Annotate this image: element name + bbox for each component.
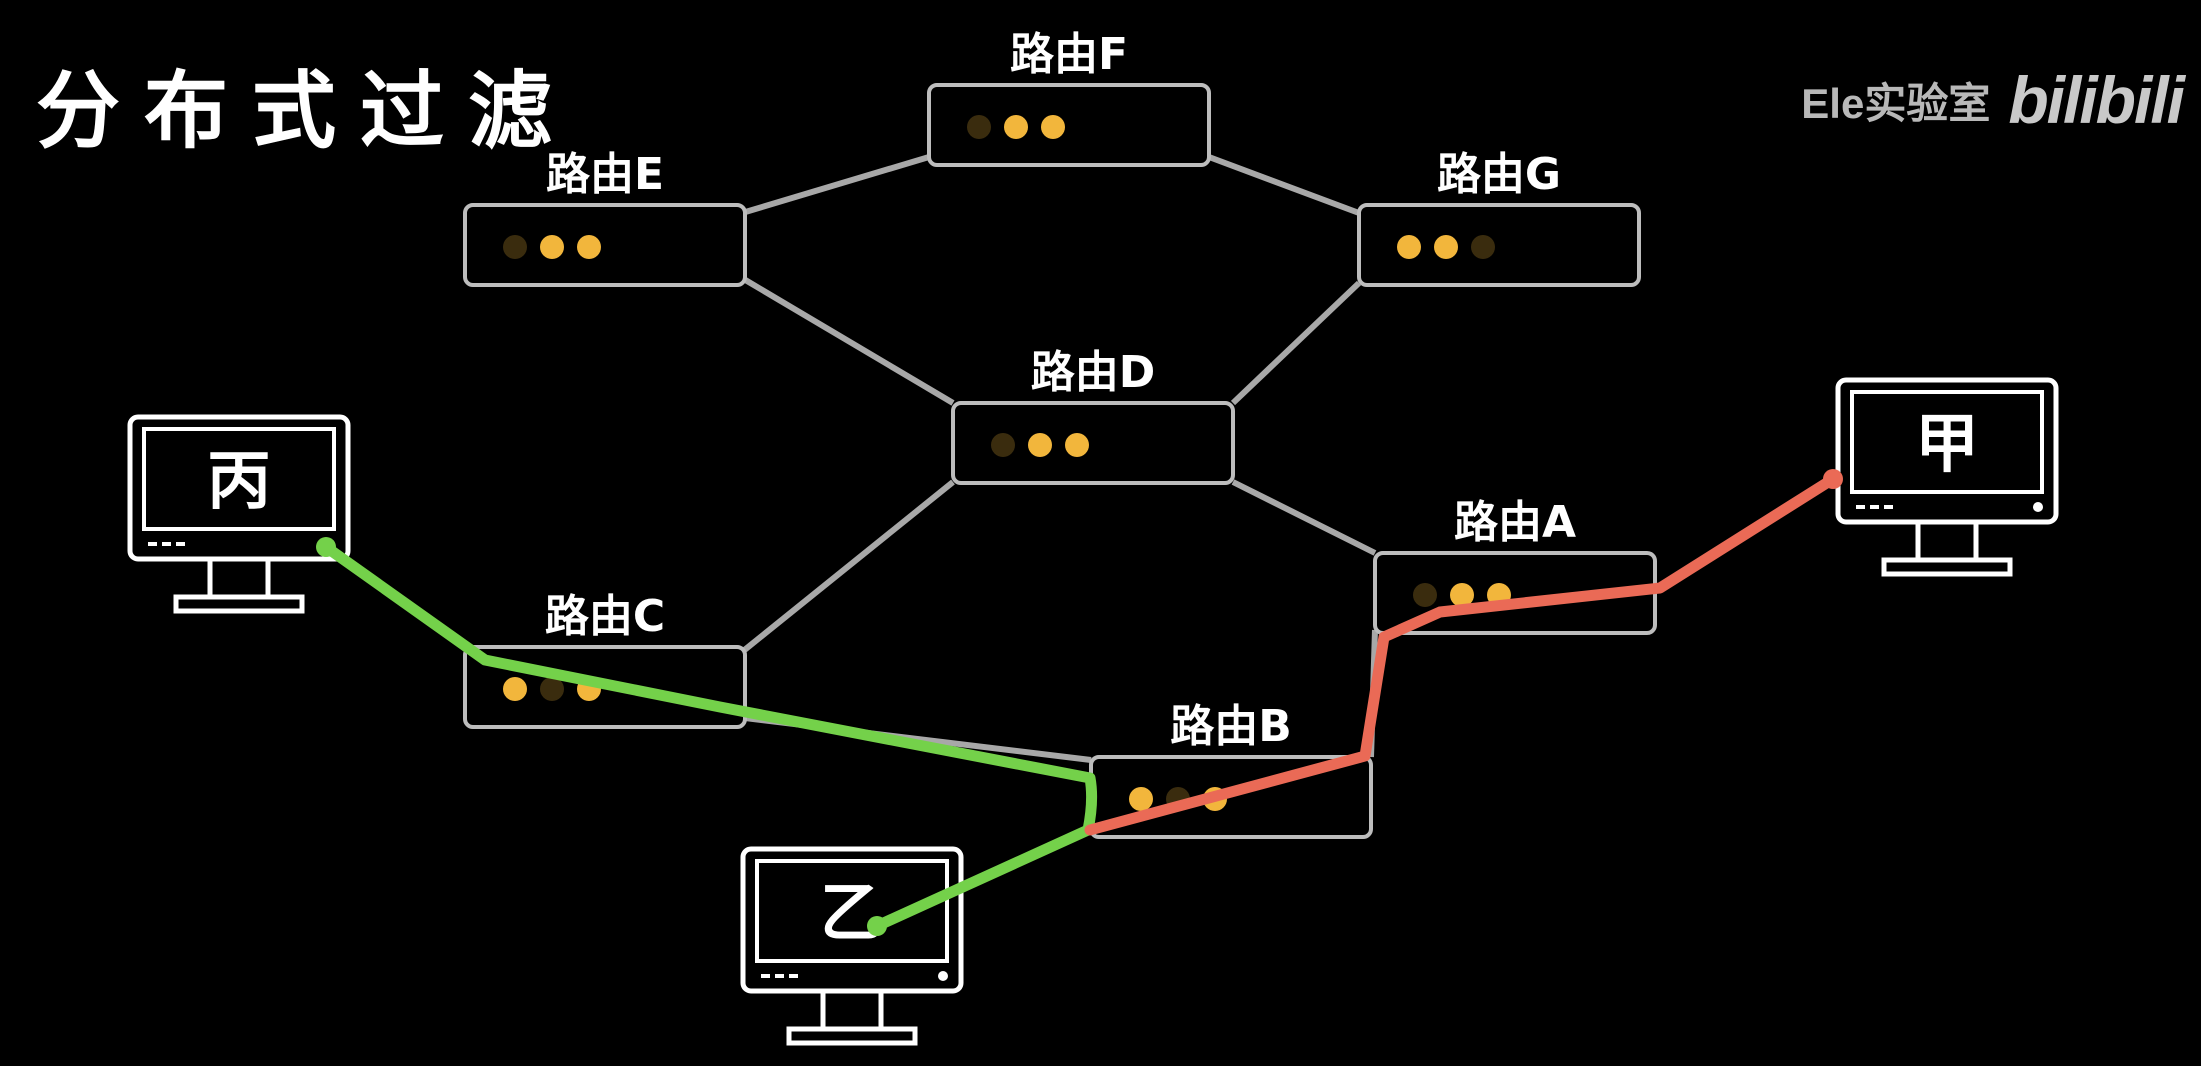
path-endpoint [867, 916, 887, 936]
router-led [1028, 433, 1052, 457]
computer-yi: 乙 [740, 846, 964, 1046]
router-label: 路由D [1031, 347, 1156, 398]
router-label: 路由E [546, 149, 664, 200]
router-led [1004, 115, 1028, 139]
computer-label: 丙 [207, 445, 271, 519]
link-d-c [740, 479, 955, 655]
router-layer: 路由F 路由E 路由G 路由D 路由A 路由C 路由B [463, 29, 1657, 839]
router-led [1471, 235, 1495, 259]
router-led [503, 235, 527, 259]
brand-lab-name: Ele实验室 [1801, 79, 1991, 127]
path-endpoint [316, 537, 336, 557]
router-led [1041, 115, 1065, 139]
router-label: 路由C [545, 591, 665, 642]
computer-bing: 丙 [127, 414, 351, 614]
router-led [577, 235, 601, 259]
monitor-base [1881, 557, 2013, 577]
router-box [951, 401, 1235, 485]
link-g-d [1230, 280, 1362, 406]
router-box [463, 203, 747, 287]
bilibili-logo: bilibili [2008, 63, 2185, 137]
path-endpoint [1823, 469, 1843, 489]
router-label: 路由B [1170, 701, 1292, 752]
computer-layer: 丙 甲乙 [127, 377, 2059, 1046]
router-g: 路由G [1357, 149, 1641, 287]
router-e: 路由E [463, 149, 747, 287]
router-label: 路由G [1437, 149, 1561, 200]
monitor-base [173, 594, 305, 614]
monitor-screen [1850, 390, 2044, 494]
router-box [927, 83, 1211, 167]
page-title: 分布式过滤 [36, 61, 577, 160]
path-red [1084, 473, 1839, 836]
link-f-g [1207, 154, 1361, 216]
router-label: 路由F [1010, 29, 1128, 80]
router-led [1450, 583, 1474, 607]
router-f: 路由F [927, 29, 1211, 167]
router-led [1065, 433, 1089, 457]
router-led [1413, 583, 1437, 607]
router-label: 路由A [1454, 497, 1576, 548]
path-layer [316, 469, 1843, 936]
router-box [1357, 203, 1641, 287]
monitor-base [786, 1026, 918, 1046]
computer-label: 乙 [820, 877, 884, 951]
power-light [2033, 502, 2043, 512]
router-led [540, 677, 564, 701]
router-led [967, 115, 991, 139]
router-led [1129, 787, 1153, 811]
monitor-neck [207, 556, 271, 600]
computer-jia: 甲 [1835, 377, 2059, 577]
router-led [540, 235, 564, 259]
link-e-d [740, 275, 955, 406]
router-led [503, 677, 527, 701]
router-led [991, 433, 1015, 457]
link-e-f [741, 154, 930, 216]
monitor-neck [1915, 519, 1979, 563]
router-d: 路由D [951, 347, 1235, 485]
router-a: 路由A [1373, 497, 1657, 635]
monitor-neck [820, 988, 884, 1032]
brand: Ele实验室 bilibili [1801, 62, 2185, 138]
link-d-a [1231, 479, 1377, 556]
path-green [320, 541, 1098, 932]
monitor-screen [142, 427, 336, 531]
router-led [1397, 235, 1421, 259]
power-light [938, 971, 948, 981]
router-led [1434, 235, 1458, 259]
computer-label: 甲 [1915, 408, 1979, 482]
